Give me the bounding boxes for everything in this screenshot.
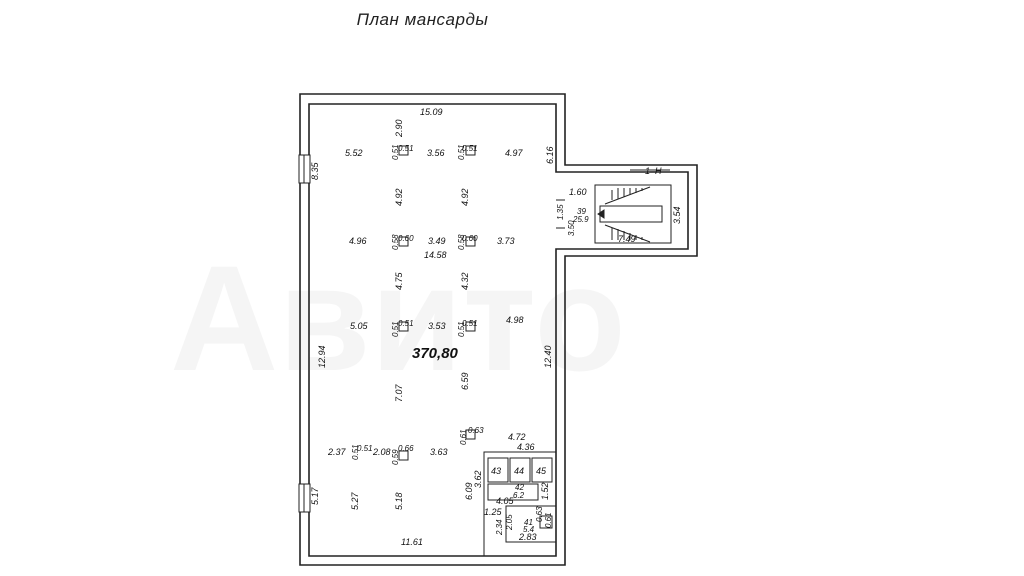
room-dim: 3.56	[427, 148, 445, 158]
room-dim: 3.49	[428, 236, 446, 246]
room-dim: 2.34	[495, 519, 504, 536]
column-dim: 0.51	[357, 444, 373, 453]
room-dim: 4.32	[460, 272, 470, 290]
stair-dim: 7.49	[618, 234, 636, 244]
column-dim: 0.58	[391, 234, 400, 250]
wall-windows	[298, 154, 311, 513]
room-dim: 4.05	[496, 496, 515, 506]
dim-top: 15.09	[420, 107, 443, 117]
small-room-label: 41	[524, 518, 533, 527]
column-dim: 0.51	[457, 144, 466, 160]
small-room-label: 44	[514, 466, 524, 476]
column-dim: 0.60	[462, 234, 478, 243]
room-dim: 1.52	[540, 482, 550, 500]
outer-walls	[299, 93, 698, 566]
stair-dim: 1.60	[569, 187, 587, 197]
room-dim: 4.72	[508, 432, 526, 442]
room-dim: 4.98	[506, 315, 524, 325]
small-rooms	[483, 451, 557, 557]
room-dim: 5.18	[394, 492, 404, 510]
small-room-label: 5.4	[523, 525, 535, 534]
room-dim: 3.62	[473, 470, 483, 488]
column-dim: 0.60	[398, 234, 414, 243]
staircase	[556, 169, 672, 244]
room-dim: 2.83	[518, 532, 537, 542]
dim-right-upper: 6.16	[545, 146, 555, 164]
stair-dim: 3.50	[567, 220, 576, 236]
dim-left-upper: 8.35	[310, 161, 320, 180]
room-dim: 1.25	[484, 507, 503, 517]
dim-left: 12.94	[317, 345, 327, 368]
room-dim: 5.05	[350, 321, 369, 331]
column-dim: 0.51	[398, 319, 414, 328]
total-area: 370,80	[412, 345, 459, 362]
room-dim: 2.05	[505, 514, 514, 531]
small-room-label: 42	[515, 483, 524, 492]
column-dim: 0.51	[462, 144, 478, 153]
stair-dim: 1.35	[556, 204, 565, 220]
room-dim: 2.08	[372, 447, 391, 457]
stair-dim: 3.54	[672, 206, 682, 224]
column-dim: 0.66	[398, 444, 414, 453]
column-dim: 0.51	[398, 144, 414, 153]
dim-left-lower: 5.17	[310, 486, 320, 505]
dim-bottom: 11.61	[401, 537, 423, 547]
column-dim: 0.51	[391, 144, 400, 160]
dim-inner-14-58: 14.58	[424, 250, 447, 260]
room-dim: 3.63	[430, 447, 448, 457]
room-dim: 3.73	[497, 236, 515, 246]
room-dim: 6.09	[464, 482, 474, 500]
room-dim: 7.07	[394, 383, 404, 402]
room-dim: 5.52	[345, 148, 363, 158]
room-dim: 2.37	[327, 447, 347, 457]
stair-dim: 39	[577, 207, 586, 216]
small-room-label: 45	[536, 466, 547, 476]
room-dim: 3.53	[428, 321, 446, 331]
column-dim: 0.51	[351, 444, 360, 460]
column-dim: 0.51	[462, 319, 478, 328]
stair-dim: 25.9	[572, 215, 589, 224]
room-dim: 4.97	[505, 148, 524, 158]
room-dim: 4.36	[517, 442, 535, 452]
watermark-text: Авито	[170, 234, 626, 402]
columns	[398, 145, 476, 461]
small-room-label: 0.61	[544, 512, 553, 528]
column-dim: 0.51	[391, 321, 400, 337]
plan-title: План мансарды	[356, 10, 489, 29]
column-dim: 0.59	[391, 449, 400, 465]
room-dim: 4.75	[394, 271, 404, 290]
column-dim: 0.63	[468, 426, 484, 435]
room-dim: 6.59	[460, 372, 470, 390]
column-dim: 0.61	[459, 429, 468, 445]
room-dim: 4.92	[394, 188, 404, 206]
column-dim: 0.58	[457, 234, 466, 250]
room-dim: 4.96	[349, 236, 367, 246]
room-dim: 5.27	[350, 491, 360, 510]
dim-right: 12.40	[543, 345, 553, 368]
room-dim: 4.92	[460, 188, 470, 206]
stair-section-label: 1–Н	[645, 166, 662, 176]
small-room-label: 0.63	[535, 506, 544, 522]
small-room-label: 6.2	[513, 491, 525, 500]
small-room-label: 43	[491, 466, 501, 476]
column-dim: 0.51	[457, 321, 466, 337]
room-dim: 2.90	[394, 119, 404, 138]
